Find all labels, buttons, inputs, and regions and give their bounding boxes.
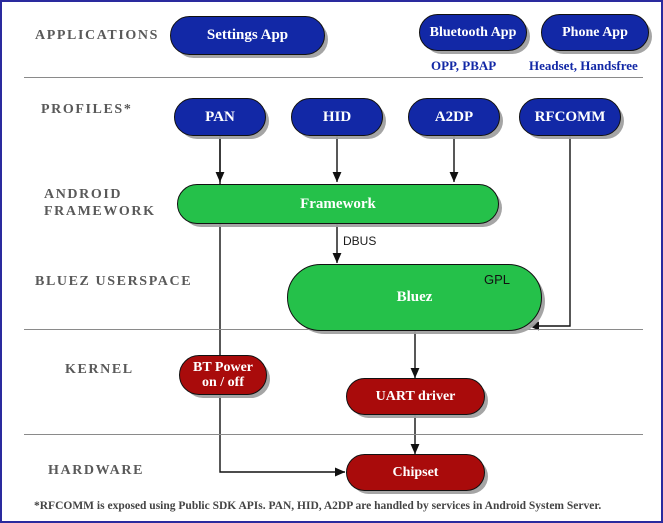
node-pan[interactable]: PAN [174,98,266,136]
node-hid[interactable]: HID [291,98,383,136]
section-label-kernel: KERNEL [65,362,134,377]
label-gpl: GPL [484,272,511,287]
section-label-hardware: HARDWARE [48,463,145,478]
node-rfcomm[interactable]: RFCOMM [519,98,621,136]
section-label-android-framework: ANDROID FRAMEWORK [44,187,156,219]
section-label-profiles: PROFILES* [41,102,133,117]
node-bt-power[interactable]: BT Power on / off [179,355,267,395]
node-bluetooth-app[interactable]: Bluetooth App [419,14,527,51]
node-a2dp[interactable]: A2DP [408,98,500,136]
section-label-applications: APPLICATIONS [35,28,159,43]
node-uart-driver[interactable]: UART driver [346,378,485,415]
label-opp-pbap: OPP, PBAP [431,58,497,73]
node-phone-app[interactable]: Phone App [541,14,649,51]
footnote-text: *RFCOMM is exposed using Public SDK APIs… [34,500,602,512]
edge-rfcomm-to-bluez [528,136,571,331]
divider-kernel-hardware [24,434,643,435]
edge-pan-to-chipset [219,136,346,477]
label-headset-handsfree: Headset, Handsfree [529,58,638,73]
node-chipset[interactable]: Chipset [346,454,485,491]
node-framework[interactable]: Framework [177,184,499,224]
node-settings-app[interactable]: Settings App [170,16,325,55]
node-bluez[interactable]: Bluez [287,264,542,331]
label-dbus: DBUS [343,234,377,248]
section-label-bluez-userspace: BLUEZ USERSPACE [35,274,193,289]
divider-applications [24,77,643,78]
